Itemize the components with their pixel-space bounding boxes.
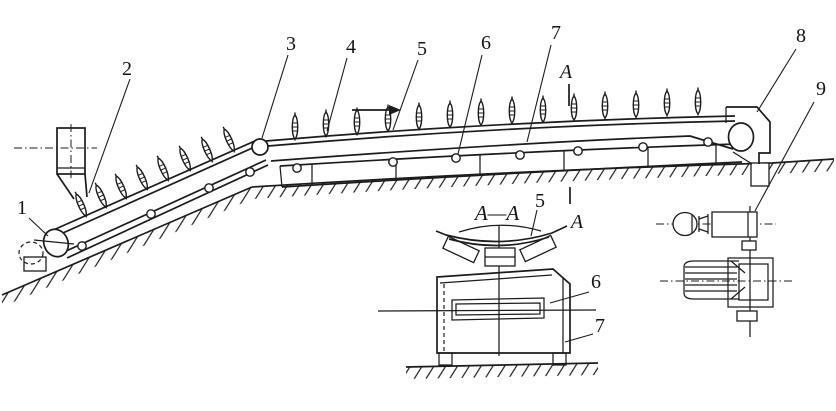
shaft-taper bbox=[730, 286, 746, 300]
motor-side-view bbox=[672, 211, 698, 237]
callout-4: 4 bbox=[346, 36, 356, 58]
main-ground-hatch bbox=[252, 159, 834, 199]
section-cut-marks bbox=[568, 84, 571, 204]
return-belt-centerline bbox=[377, 309, 597, 312]
leader-section-6 bbox=[549, 291, 590, 304]
section-callout-7: 7 bbox=[595, 315, 605, 337]
motor-fins bbox=[685, 266, 737, 292]
callout-9: 9 bbox=[816, 78, 826, 100]
incline-ground-hatch bbox=[2, 187, 252, 307]
section-mark-top: A bbox=[558, 61, 573, 83]
tail-pulley-shaft bbox=[33, 239, 75, 245]
section-ground-hatch bbox=[406, 363, 598, 379]
leader-9 bbox=[754, 101, 815, 212]
leader-4 bbox=[326, 57, 348, 132]
callout-1: 1 bbox=[17, 197, 27, 219]
section-belt-bottom bbox=[448, 236, 550, 247]
conveyor-frame bbox=[279, 143, 743, 188]
callout-leaders bbox=[28, 44, 815, 343]
tail-station bbox=[18, 228, 75, 272]
hopper-chute-right bbox=[84, 173, 88, 198]
callout-labels: 1 2 3 4 5 6 7 8 9 A A A—A 5 6 7 bbox=[17, 22, 826, 337]
shaft-taper bbox=[730, 260, 746, 274]
leader-section-7 bbox=[564, 333, 594, 343]
leader-7 bbox=[526, 44, 552, 143]
section-mark-bottom: A bbox=[569, 211, 584, 233]
base-pad-lower bbox=[736, 310, 758, 322]
leader-section-5 bbox=[530, 209, 538, 237]
drive-unit bbox=[656, 206, 795, 337]
leader-6 bbox=[457, 54, 483, 155]
callout-8: 8 bbox=[796, 25, 806, 47]
base-pad-upper bbox=[741, 240, 757, 251]
return-roller bbox=[77, 241, 87, 251]
head-station bbox=[725, 106, 771, 187]
head-frame-strut bbox=[732, 151, 753, 165]
section-callout-6: 6 bbox=[591, 271, 601, 293]
horizontal-belt-run bbox=[265, 86, 736, 173]
frame-bottom-edge bbox=[281, 161, 743, 188]
leader-1 bbox=[28, 217, 49, 237]
belt-top-run-lower bbox=[53, 144, 260, 238]
frame-end-cap bbox=[279, 165, 283, 188]
inclined-conveyor-section bbox=[50, 124, 269, 259]
direction-arrow bbox=[352, 105, 401, 115]
trough-idler-left bbox=[441, 235, 481, 264]
reducer-plan-outer bbox=[727, 257, 774, 308]
hopper-chute-left bbox=[56, 173, 75, 200]
leader-5 bbox=[392, 59, 419, 131]
section-belt-top bbox=[435, 225, 568, 243]
belt-top-line bbox=[265, 115, 736, 142]
return-roller bbox=[146, 209, 156, 219]
reducer-plan-inner bbox=[738, 263, 769, 301]
section-frame-outer bbox=[436, 268, 571, 354]
return-belt-inner bbox=[455, 302, 541, 316]
section-frame-foot bbox=[438, 352, 453, 366]
return-roller bbox=[204, 183, 214, 193]
takeup-pulley-alt-position bbox=[18, 241, 44, 265]
section-frame-foot bbox=[552, 352, 567, 366]
drive-pulley bbox=[727, 122, 755, 152]
callout-2: 2 bbox=[122, 58, 132, 80]
section-title: A—A bbox=[473, 201, 520, 225]
frame-top-edge bbox=[279, 143, 738, 167]
feed-hopper bbox=[14, 124, 97, 200]
tail-pulley bbox=[42, 228, 70, 258]
incline-frame-rail bbox=[66, 164, 269, 259]
head-frame bbox=[726, 106, 771, 164]
belt-top-line-lower bbox=[267, 120, 736, 147]
head-foundation-block bbox=[750, 162, 770, 187]
material-dome bbox=[458, 224, 542, 233]
leader-2 bbox=[88, 78, 131, 194]
callout-7: 7 bbox=[551, 22, 561, 44]
reducer-side-view bbox=[711, 211, 758, 238]
motor-plan-view bbox=[683, 260, 739, 300]
callout-6: 6 bbox=[481, 32, 491, 54]
return-roller bbox=[245, 167, 255, 177]
coupling bbox=[698, 214, 709, 234]
callout-3: 3 bbox=[286, 33, 296, 55]
belt-return-line bbox=[270, 135, 734, 162]
bend-pulley bbox=[251, 138, 269, 156]
section-frame-inner-top bbox=[439, 274, 553, 284]
upper-idlers-horizontal bbox=[290, 86, 703, 142]
trough-idler-right bbox=[518, 234, 558, 263]
return-belt-outer bbox=[451, 297, 545, 321]
callout-5: 5 bbox=[417, 38, 427, 60]
section-callout-5: 5 bbox=[535, 190, 545, 212]
ground-hatching bbox=[1, 158, 835, 379]
section-view-a-a bbox=[377, 224, 597, 366]
leader-8 bbox=[756, 48, 797, 113]
incline-ground-line bbox=[1, 186, 253, 296]
incline-frame-rail bbox=[63, 159, 267, 253]
leader-3 bbox=[261, 54, 289, 139]
